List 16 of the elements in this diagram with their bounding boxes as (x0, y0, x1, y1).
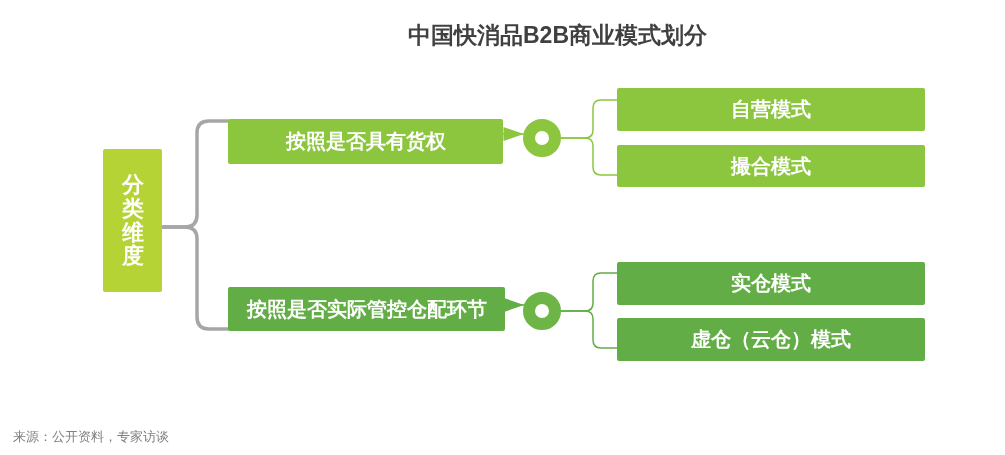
mode-box: 撮合模式 (617, 145, 925, 187)
ring (523, 292, 561, 330)
bracket-line (160, 225, 230, 331)
bracket-line (560, 310, 618, 349)
ring (523, 119, 561, 157)
category-box: 分类维度 (103, 149, 162, 292)
pointer-arrow (502, 127, 525, 141)
bracket-line (560, 137, 618, 176)
criterion-box: 按照是否具有货权 (228, 119, 503, 164)
criterion-box: 按照是否实际管控仓配环节 (228, 287, 505, 331)
mode-box: 虚仓（云仓）模式 (617, 318, 925, 361)
mode-box: 自营模式 (617, 88, 925, 131)
source-note: 来源：公开资料，专家访谈 (13, 429, 169, 445)
mode-box: 实仓模式 (617, 262, 925, 305)
title: 中国快消品B2B商业模式划分 (408, 21, 707, 50)
pointer-arrow (503, 298, 525, 312)
